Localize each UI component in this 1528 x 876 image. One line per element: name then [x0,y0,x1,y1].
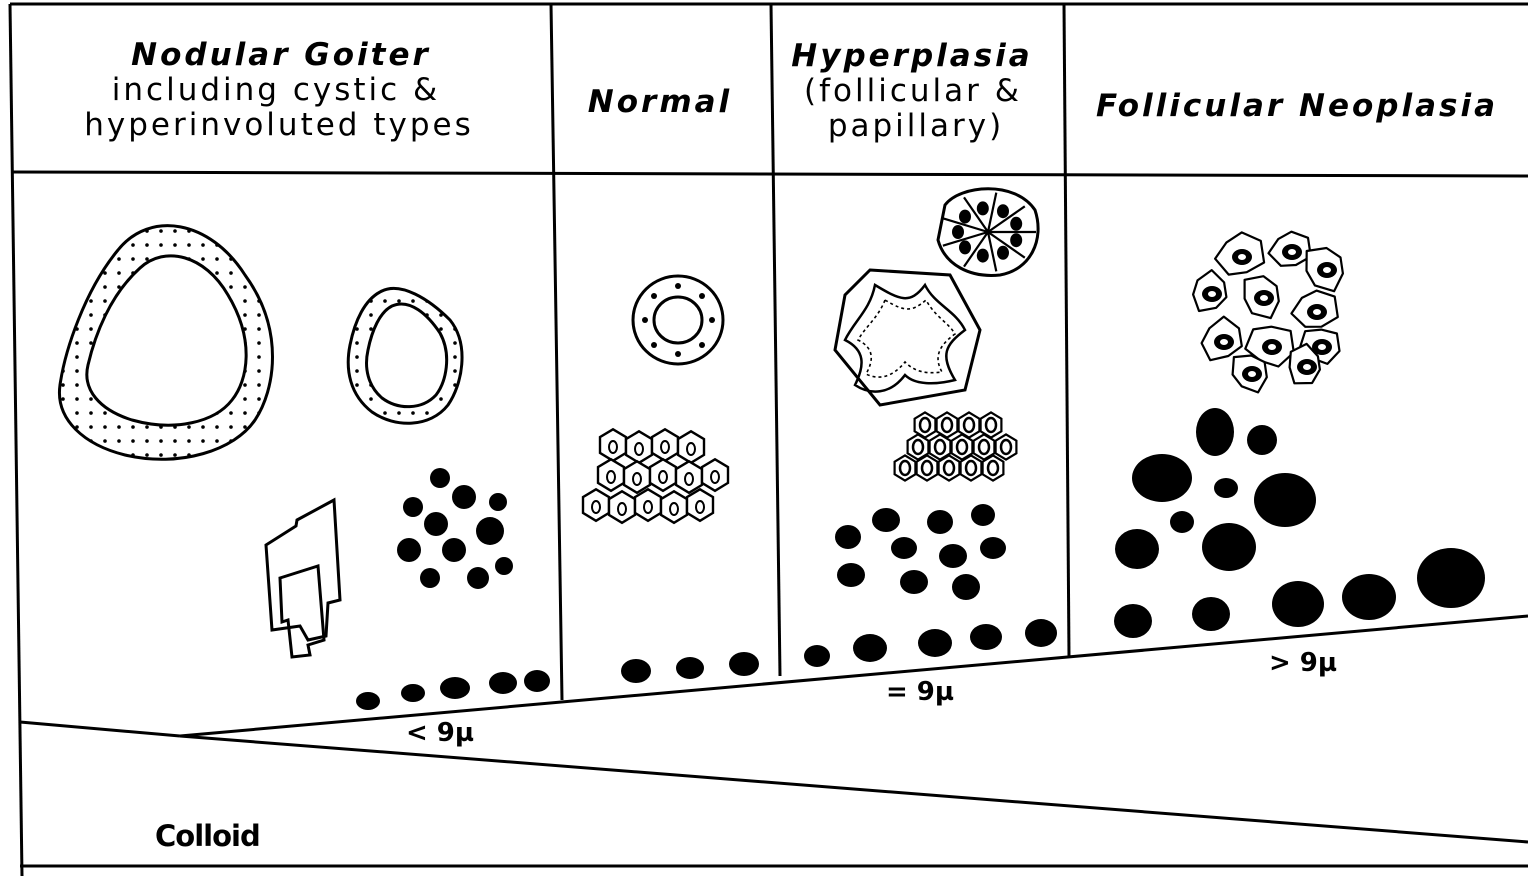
cell-nucleus [618,503,626,515]
cell-nucleus [1010,217,1022,231]
nucleolus [1323,267,1331,273]
nucleus [495,557,513,575]
cell-nucleus [977,201,989,215]
small-cystic-follicle [348,288,462,423]
nucleolus [1248,371,1256,377]
cell-nucleus [659,471,667,483]
nucleolus [1288,249,1296,255]
nucleus [476,517,504,545]
column-subtitle-line: papillary) [828,108,1004,144]
nucleus [430,468,450,488]
hyperinvoluted-cells [266,500,340,657]
cell-nucleus [633,473,641,485]
nucleolus [1313,309,1321,315]
cell-nucleus [687,443,695,455]
cell-nucleus [900,461,910,475]
nucleus [424,512,448,536]
large-cystic-follicle [59,226,272,460]
cell-nucleus [952,225,964,239]
hyperplasia-nuclei-cluster [835,504,1006,600]
nucleus [397,538,421,562]
cell-nucleus [942,418,952,432]
cell-nucleus [1001,440,1011,454]
cell-nucleus [592,501,600,513]
nucleus [489,493,507,511]
normal-nuclei-row [621,652,759,683]
cell-nucleus [979,440,989,454]
cell-nucleus [607,471,615,483]
cell-nucleus [1010,233,1022,247]
cell-nucleus [944,461,954,475]
neoplastic-cell-cluster [1193,232,1343,393]
nucleolus [1238,254,1246,260]
cell-nucleus [957,440,967,454]
cell-nucleus [635,443,643,455]
header-nodular-goiter: Nodular Goiter including cystic & hyperi… [84,37,473,143]
cell-nucleus [920,418,930,432]
nucleolus [1220,339,1228,345]
nucleus [403,497,423,517]
cell-nucleus [997,246,1009,260]
cell-nucleus [977,249,989,263]
hyperplasia-cell-sheet [895,412,1017,480]
nucleolus [1260,295,1268,301]
column-title: Hyperplasia [791,38,1032,74]
nucleus [420,568,440,588]
size-label-greater-than-9: > 9µ [1269,648,1337,678]
cell-nucleus [966,461,976,475]
column-title: Nodular Goiter [131,37,431,73]
column-title: Normal [588,84,732,120]
column-subtitle-line: including cystic & [112,72,440,108]
size-label-less-than-9: < 9µ [406,718,474,748]
column-subtitle-line: hyperinvoluted types [84,107,473,143]
header-follicular-neoplasia: Follicular Neoplasia [1096,88,1498,124]
cell-nucleus [959,210,971,224]
nucleolus [1318,344,1326,350]
column-subtitle-line: (follicular & [804,73,1022,109]
cell-nucleus [922,461,932,475]
cell-nucleus [964,418,974,432]
size-label-equal-9: = 9µ [886,677,954,707]
cell-nucleus [661,441,669,453]
nucleolus [1303,364,1311,370]
normal-cell-sheet [583,429,728,523]
cell-nucleus [711,471,719,483]
cell-nucleus [997,204,1009,218]
nucleolus [1268,344,1276,350]
colloid-label: Colloid [155,819,260,853]
goiter-nuclei-row [356,670,550,710]
cell-nucleus [644,501,652,513]
cell-nucleus [685,473,693,485]
header-hyperplasia: Hyperplasia (follicular & papillary) [791,38,1032,144]
cell-nucleus [913,440,923,454]
nucleus [452,485,476,509]
cell-nucleus [609,441,617,453]
papillary-hexagon [835,270,980,405]
nucleus [442,538,466,562]
rosette-cell-cluster [938,189,1038,276]
cell-nucleus [935,440,945,454]
header-normal: Normal [588,84,732,120]
normal-follicle [633,276,723,364]
cell-nucleus [959,240,971,254]
goiter-nuclei-cluster[interactable] [397,468,513,589]
hyperplasia-nuclei-row [804,619,1057,667]
cell-nucleus [696,501,704,513]
nucleolus [1208,291,1216,297]
cell-nucleus [986,418,996,432]
column-title: Follicular Neoplasia [1096,88,1498,124]
neoplasia-nuclei-cluster [1115,408,1316,571]
cell-nucleus [988,461,998,475]
nucleus [467,567,489,589]
cell-nucleus [670,503,678,515]
